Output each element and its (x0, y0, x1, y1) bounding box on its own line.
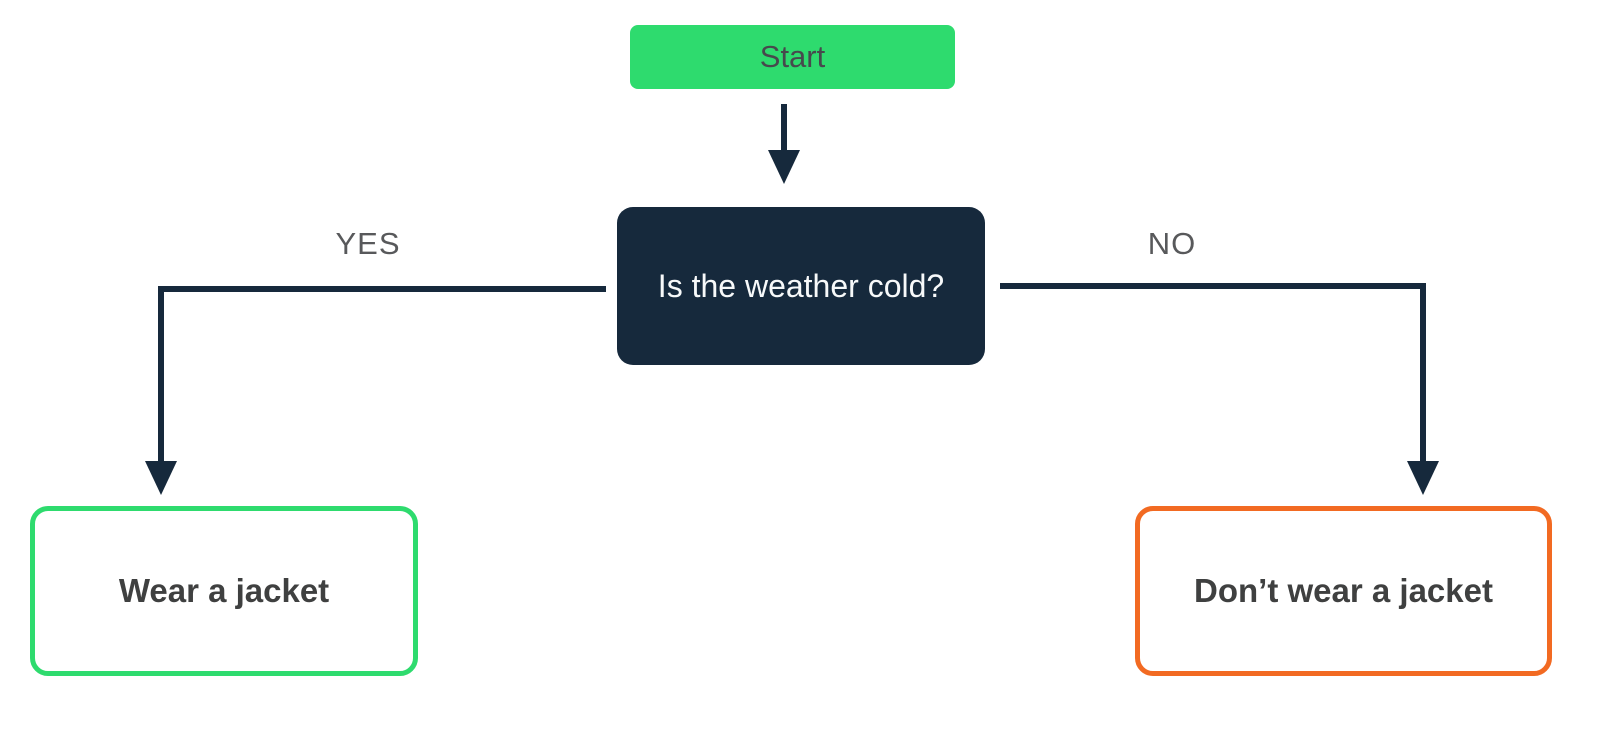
yes-branch-vertical-line (158, 286, 164, 464)
yes-result-node: Wear a jacket (30, 506, 418, 676)
no-result-node: Don’t wear a jacket (1135, 506, 1552, 676)
yes-result-label: Wear a jacket (118, 572, 330, 609)
decision-node: Is the weather cold? (617, 207, 985, 365)
decision-node-label: Is the weather cold? (657, 267, 945, 304)
no-result-label: Don’t wear a jacket (1194, 572, 1493, 609)
yes-branch-horizontal-line (158, 286, 606, 292)
start-node-label: Start (759, 39, 826, 74)
start-to-decision-line (781, 104, 787, 154)
no-branch-vertical-line (1420, 283, 1426, 463)
yes-edge-label: YES (335, 226, 401, 261)
yes-branch-arrowhead (145, 461, 177, 495)
no-edge-label: NO (1147, 226, 1197, 261)
start-to-decision-arrowhead (768, 150, 800, 184)
no-branch-horizontal-line (1000, 283, 1426, 289)
start-node: Start (630, 25, 955, 89)
no-branch-arrowhead (1407, 461, 1439, 495)
